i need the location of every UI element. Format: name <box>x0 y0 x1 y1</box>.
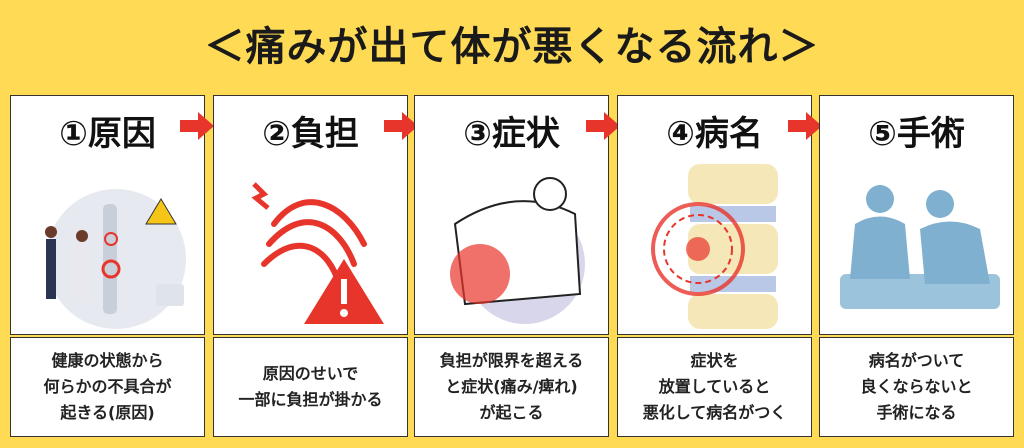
step-label: ⑤手術 <box>868 114 965 154</box>
step-panel-cause: ①原因 <box>10 95 205 335</box>
step-label: ①原因 <box>59 114 156 154</box>
step-label: ②負担 <box>262 114 359 154</box>
step-caption: 健康の状態から 何らかの不具合が 起きる(原因) <box>10 337 205 437</box>
strain-warning-illustration <box>251 182 384 324</box>
page-title: ＜痛みが出て体が悪くなる流れ＞ <box>204 24 820 70</box>
step-panel-surgery: ⑤手術 <box>819 95 1014 335</box>
arrow-right-icon <box>788 112 822 140</box>
back-pain-illustration <box>450 177 585 324</box>
step-caption: 原因のせいで 一部に負担が掛かる <box>213 337 408 437</box>
step-caption: 症状を 放置していると 悪化して病名がつく <box>617 337 812 437</box>
step-panel-diagnosis: ④病名 <box>617 95 812 335</box>
step-label: ④病名 <box>666 114 763 154</box>
step-label: ③症状 <box>463 114 560 154</box>
arrow-right-icon <box>180 112 214 140</box>
arrow-right-icon <box>384 112 418 140</box>
step-caption: 負担が限界を超える と症状(痛み/痺れ) が起こる <box>414 337 609 437</box>
step-panel-burden: ②負担 <box>213 95 408 335</box>
step-panel-symptom: ③症状 <box>414 95 609 335</box>
surgeons-illustration <box>840 185 1000 309</box>
spine-disc-illustration <box>651 164 778 329</box>
arrow-right-icon <box>586 112 620 140</box>
people-spine-illustration <box>45 189 186 329</box>
step-caption: 病名がついて 良くならないと 手術になる <box>819 337 1014 437</box>
